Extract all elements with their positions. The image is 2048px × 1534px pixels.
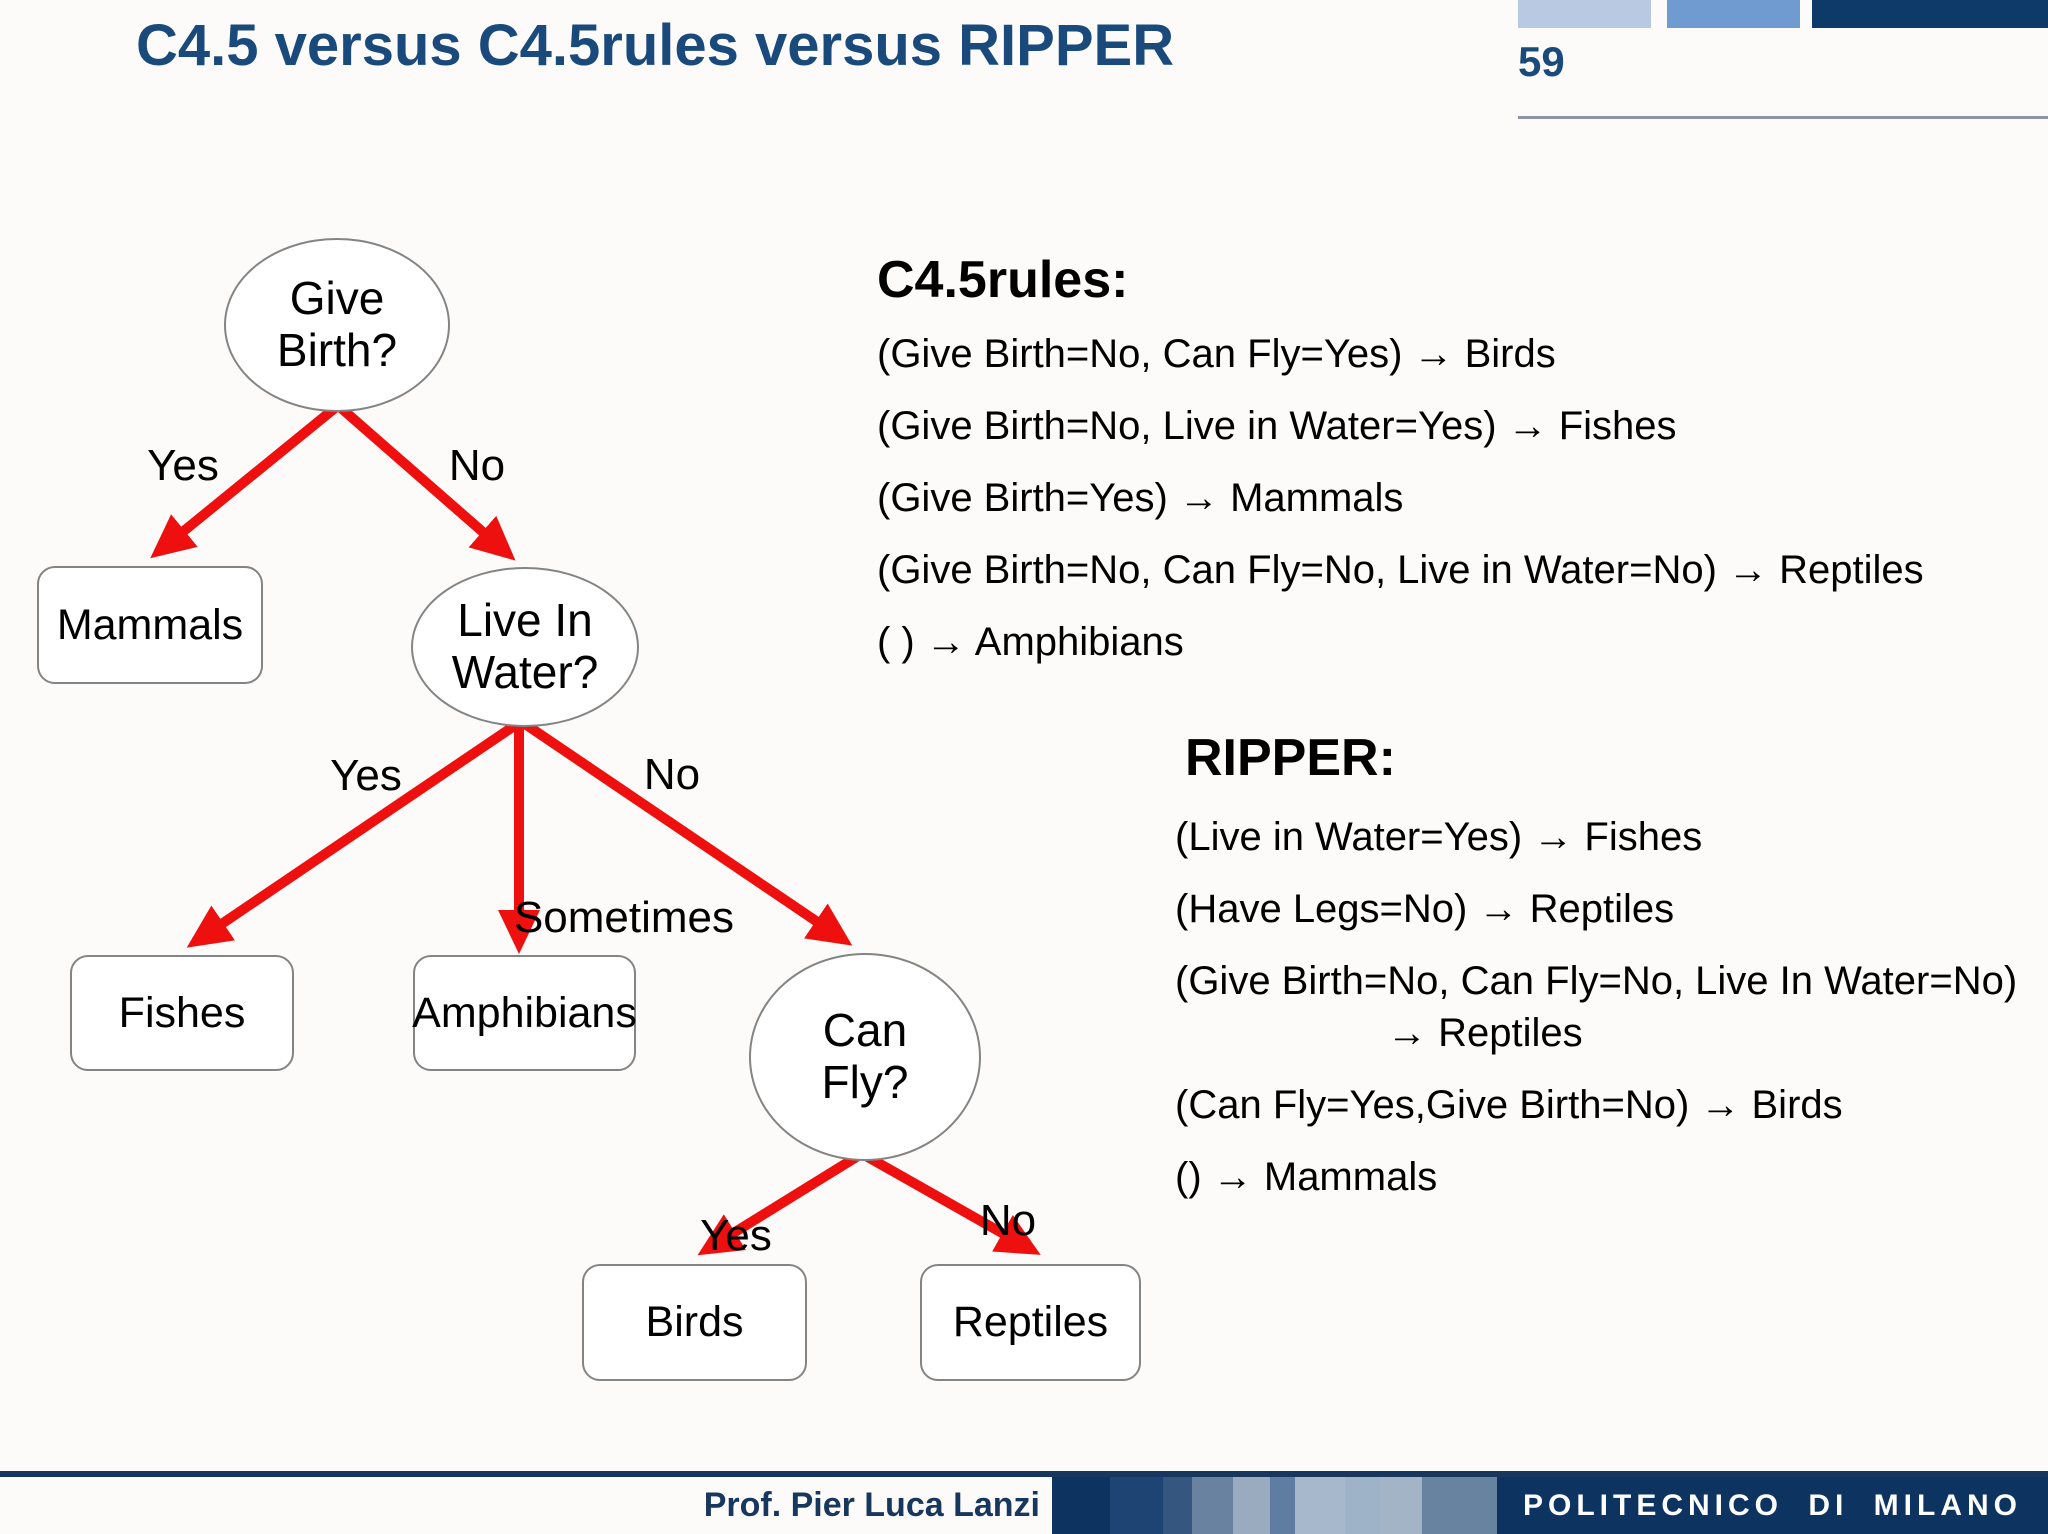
leaf-label: Birds xyxy=(645,1298,744,1346)
edge-label-fly-yes: Yes xyxy=(700,1211,772,1260)
edge-label-givebirth-yes: Yes xyxy=(147,441,219,490)
footer-gradient-bar: POLITECNICO DI MILANO xyxy=(1052,1477,2048,1534)
leaf-label: Fishes xyxy=(118,988,246,1037)
ripper-rule-wrapped: → Reptiles xyxy=(1387,1011,1583,1055)
footer-institution: POLITECNICO DI MILANO xyxy=(1497,1477,2048,1534)
decision-node-give-birth: Give Birth? xyxy=(224,238,450,412)
node-label-line: Live In xyxy=(457,594,593,647)
leaf-node-fishes: Fishes xyxy=(70,955,294,1071)
node-label-line: Give xyxy=(289,272,385,325)
footer-gradient-stripe xyxy=(1270,1477,1295,1534)
ripper-rule: (Live in Water=Yes) → Fishes xyxy=(1175,815,1703,859)
node-label-line: Can xyxy=(822,1004,908,1057)
decision-node-can-fly: Can Fly? xyxy=(749,953,981,1161)
leaf-label: Reptiles xyxy=(952,1298,1109,1346)
edge-label-water-yes: Yes xyxy=(330,751,402,800)
leaf-node-reptiles: Reptiles xyxy=(920,1264,1141,1381)
c45rules-rule: (Give Birth=No, Can Fly=No, Live in Wate… xyxy=(877,548,1924,592)
c45rules-rule: (Give Birth=No, Live in Water=Yes) → Fis… xyxy=(877,404,1677,448)
c45rules-heading: C4.5rules: xyxy=(877,251,1129,309)
node-label-line: Fly? xyxy=(821,1056,909,1108)
c45rules-rule: (Give Birth=No, Can Fly=Yes) → Birds xyxy=(877,332,1556,376)
ripper-rule: (Can Fly=Yes,Give Birth=No) → Birds xyxy=(1175,1083,1843,1127)
c45rules-rule: (Give Birth=Yes) → Mammals xyxy=(877,476,1404,520)
page-number-underline xyxy=(1518,116,2048,119)
footer-author: Prof. Pier Luca Lanzi xyxy=(703,1486,1040,1524)
leaf-label: Mammals xyxy=(56,600,244,649)
c45rules-rule: ( ) → Amphibians xyxy=(877,620,1184,664)
footer-gradient-stripe xyxy=(1345,1477,1380,1534)
footer-gradient-stripe xyxy=(1380,1477,1422,1534)
ripper-heading: RIPPER: xyxy=(1185,729,1396,787)
deco-square-medium xyxy=(1667,0,1800,28)
leaf-node-mammals: Mammals xyxy=(37,566,263,684)
ripper-rule: (Give Birth=No, Can Fly=No, Live In Wate… xyxy=(1175,959,2018,1003)
leaf-node-birds: Birds xyxy=(582,1264,807,1381)
leaf-node-amphibians: Amphibians xyxy=(412,955,637,1071)
ripper-rule: (Have Legs=No) → Reptiles xyxy=(1175,887,1675,931)
edge-label-water-sometimes: Sometimes xyxy=(513,893,735,942)
footer-gradient-stripe xyxy=(1110,1477,1163,1534)
edge-label-water-no: No xyxy=(643,750,701,799)
footer-gradient-stripe xyxy=(1233,1477,1270,1534)
footer-gradient-stripe xyxy=(1052,1477,1110,1534)
node-label-line: Birth? xyxy=(276,324,398,376)
deco-square-dark xyxy=(1812,0,2048,28)
footer-gradient-stripe xyxy=(1295,1477,1345,1534)
deco-square-light xyxy=(1518,0,1651,28)
edge-label-fly-no: No xyxy=(979,1196,1037,1245)
leaf-label: Amphibians xyxy=(412,988,637,1037)
page-number: 59 xyxy=(1518,38,1565,85)
node-label-line: Water? xyxy=(451,646,599,698)
footer-divider-line xyxy=(0,1471,2048,1477)
footer-gradient-stripe xyxy=(1422,1477,1497,1534)
edge-label-givebirth-no: No xyxy=(448,441,506,490)
decision-node-live-in-water: Live In Water? xyxy=(411,567,639,727)
page-title: C4.5 versus C4.5rules versus RIPPER xyxy=(136,13,1175,78)
ripper-rule: () → Mammals xyxy=(1175,1155,1438,1199)
footer-gradient-stripe xyxy=(1163,1477,1192,1534)
footer-gradient-stripe xyxy=(1192,1477,1233,1534)
